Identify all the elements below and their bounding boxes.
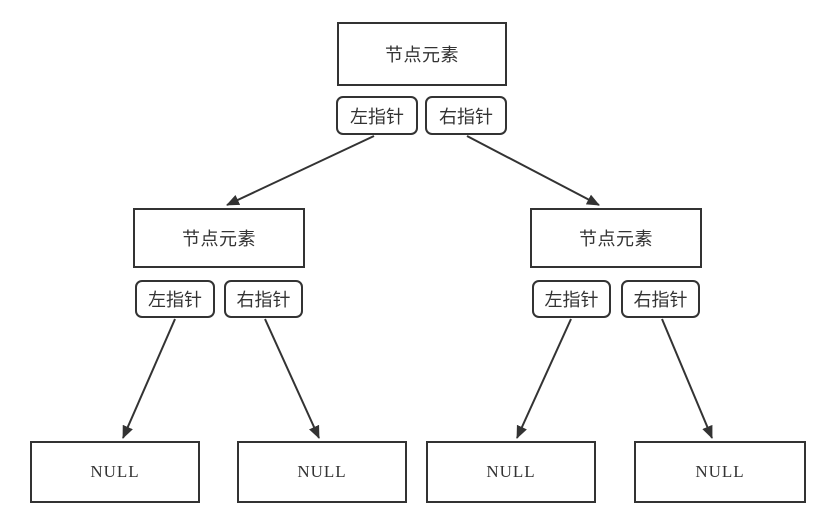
arrow-root-left-to-left-child xyxy=(226,135,375,206)
right-child-left-pointer-box: 左指针 xyxy=(532,280,611,318)
left-child-left-pointer-box: 左指针 xyxy=(135,280,215,318)
left-child-node-element-box: 节点元素 xyxy=(133,208,305,268)
arrow-rightchild-right-to-null4 xyxy=(661,318,713,439)
left-child-right-pointer-box: 右指针 xyxy=(224,280,303,318)
arrow-rightchild-left-to-null3 xyxy=(516,318,572,439)
arrow-leftchild-left-to-null1 xyxy=(122,318,176,439)
null-leaf-box-2: NULL xyxy=(237,441,407,503)
root-left-pointer-box: 左指针 xyxy=(336,96,418,135)
null-leaf-box-1: NULL xyxy=(30,441,200,503)
null-leaf-box-3: NULL xyxy=(426,441,596,503)
right-child-right-pointer-box: 右指针 xyxy=(621,280,700,318)
root-node-element-box: 节点元素 xyxy=(337,22,507,86)
arrow-leftchild-right-to-null2 xyxy=(264,318,320,439)
root-right-pointer-box: 右指针 xyxy=(425,96,507,135)
null-leaf-box-4: NULL xyxy=(634,441,806,503)
right-child-node-element-box: 节点元素 xyxy=(530,208,702,268)
arrow-root-right-to-right-child xyxy=(466,135,600,206)
